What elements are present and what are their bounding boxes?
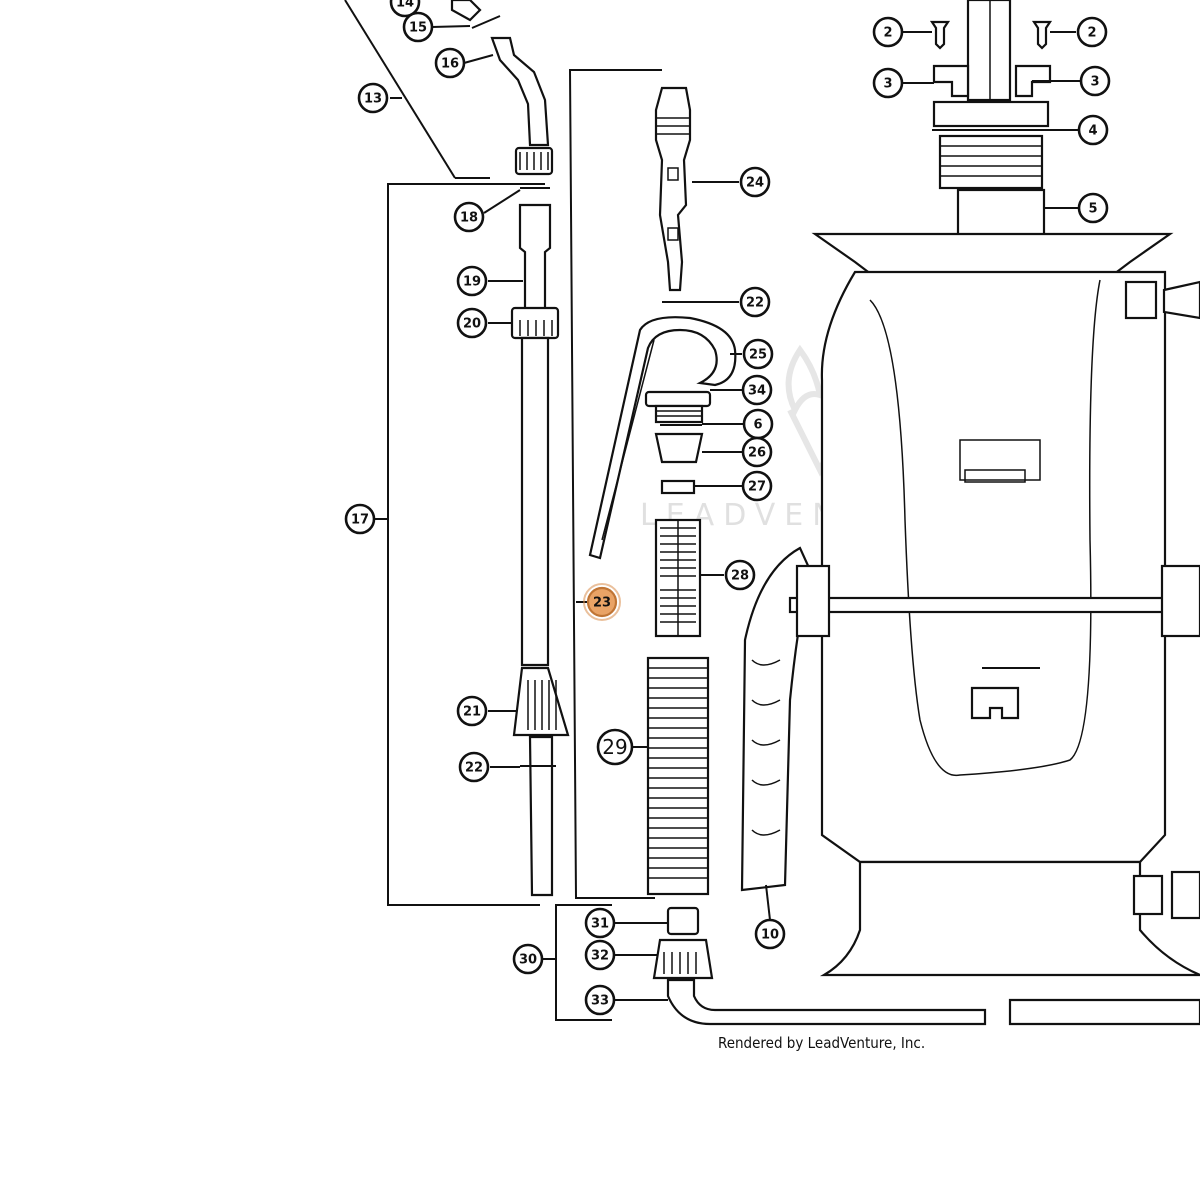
svg-text:2: 2 xyxy=(1087,26,1096,41)
svg-text:13: 13 xyxy=(364,92,382,107)
callout-4[interactable]: 4 xyxy=(1077,114,1109,146)
tank xyxy=(788,0,1200,977)
callout-28[interactable]: 28 xyxy=(724,559,756,591)
callout-5[interactable]: 5 xyxy=(1077,192,1109,224)
svg-text:14: 14 xyxy=(396,0,414,11)
render-credit: Rendered by LeadVenture, Inc. xyxy=(718,1034,926,1052)
svg-text:17: 17 xyxy=(351,513,369,528)
callout-23-highlighted[interactable]: 23 xyxy=(583,583,621,621)
callout-30[interactable]: 30 xyxy=(512,943,544,975)
callout-6[interactable]: 6 xyxy=(742,408,774,440)
callout-17[interactable]: 17 xyxy=(344,503,376,535)
callout-32[interactable]: 32 xyxy=(584,939,616,971)
svg-text:16: 16 xyxy=(441,57,459,72)
callout-33[interactable]: 33 xyxy=(584,984,616,1016)
callout-22-wand[interactable]: 22 xyxy=(458,751,490,783)
svg-text:30: 30 xyxy=(519,953,537,968)
callout-18[interactable]: 18 xyxy=(453,201,485,233)
callout-2-right[interactable]: 2 xyxy=(1076,16,1108,48)
callout-13[interactable]: 13 xyxy=(357,82,389,114)
svg-text:6: 6 xyxy=(753,418,762,433)
callout-16[interactable]: 16 xyxy=(434,47,466,79)
callout-26[interactable]: 26 xyxy=(741,436,773,468)
svg-text:31: 31 xyxy=(591,917,609,932)
svg-text:15: 15 xyxy=(409,21,427,36)
svg-text:18: 18 xyxy=(460,211,478,226)
svg-text:27: 27 xyxy=(748,480,766,495)
svg-text:25: 25 xyxy=(749,348,767,363)
callout-25[interactable]: 25 xyxy=(742,338,774,370)
svg-text:33: 33 xyxy=(591,994,609,1009)
callout-leaders xyxy=(431,25,1080,1001)
wand-assembly xyxy=(450,0,570,897)
callout-22-pump[interactable]: 22 xyxy=(739,286,771,318)
callout-3-left[interactable]: 3 xyxy=(872,67,904,99)
svg-text:3: 3 xyxy=(1090,75,1099,90)
callout-27[interactable]: 27 xyxy=(741,470,773,502)
callout-31[interactable]: 31 xyxy=(584,907,616,939)
callout-24[interactable]: 24 xyxy=(739,166,771,198)
callout-3-right[interactable]: 3 xyxy=(1079,65,1111,97)
svg-text:5: 5 xyxy=(1088,202,1097,217)
svg-text:34: 34 xyxy=(748,384,766,399)
callout-19[interactable]: 19 xyxy=(456,265,488,297)
svg-text:28: 28 xyxy=(731,569,749,584)
callout-15[interactable]: 15 xyxy=(402,11,434,43)
callout-20[interactable]: 20 xyxy=(456,307,488,339)
pump-assembly xyxy=(588,86,737,896)
svg-text:32: 32 xyxy=(591,949,609,964)
svg-text:2: 2 xyxy=(883,26,892,41)
svg-text:21: 21 xyxy=(463,705,481,720)
callout-10[interactable]: 10 xyxy=(754,918,786,950)
svg-text:23: 23 xyxy=(593,596,611,611)
outlet-assembly xyxy=(652,906,1200,1026)
svg-text:24: 24 xyxy=(746,176,764,191)
callout-2-left[interactable]: 2 xyxy=(872,16,904,48)
svg-text:20: 20 xyxy=(463,317,481,332)
callout-29[interactable]: 29 xyxy=(596,728,634,766)
bracket-lines xyxy=(344,0,662,1021)
callouts: 13 14 15 16 17 18 19 20 21 22 22 23 24 2… xyxy=(344,0,1111,1016)
svg-text:4: 4 xyxy=(1088,124,1097,139)
callout-34[interactable]: 34 xyxy=(741,374,773,406)
svg-text:10: 10 xyxy=(761,928,779,943)
svg-text:26: 26 xyxy=(748,446,766,461)
svg-text:22: 22 xyxy=(465,761,483,776)
svg-text:19: 19 xyxy=(463,275,481,290)
svg-text:22: 22 xyxy=(746,296,764,311)
svg-text:29: 29 xyxy=(602,735,627,759)
callout-21[interactable]: 21 xyxy=(456,695,488,727)
callout-14[interactable]: 14 xyxy=(389,0,421,18)
svg-text:3: 3 xyxy=(883,77,892,92)
